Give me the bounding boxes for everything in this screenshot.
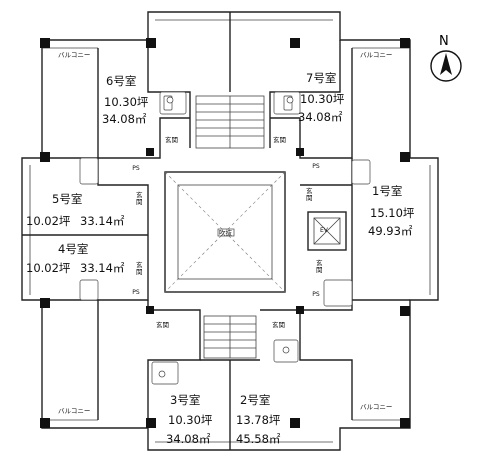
elevator-label: EV	[320, 227, 328, 234]
unit-6-sqm: 34.08㎡	[102, 112, 147, 126]
balcony-label-ne: バルコニー	[360, 51, 393, 59]
unit-4-sqm: 33.14㎡	[80, 261, 125, 275]
balcony-label-sw: バルコニー	[58, 407, 91, 415]
entrance-label-2: 玄関	[272, 321, 285, 329]
atrium-label: 吹抜	[219, 229, 232, 237]
stairs-bottom	[203, 315, 257, 359]
unit-6-tsubo: 10.30坪	[104, 95, 149, 109]
structural-columns	[40, 38, 410, 428]
unit-1-sqm: 49.93㎡	[368, 224, 413, 238]
entrance-label-1: 玄関	[306, 187, 313, 202]
unit-1-name: 1号室	[372, 184, 403, 198]
atrium	[164, 171, 286, 293]
entrance-label-6: 玄関	[165, 136, 178, 144]
north-arrow-icon	[430, 50, 462, 82]
unit-1-tsubo: 15.10坪	[370, 206, 415, 220]
unit-7-tsubo: 10.30坪	[300, 92, 345, 106]
ps-label-4: PS	[132, 289, 140, 296]
balcony-label-se: バルコニー	[360, 403, 393, 411]
unit-7-name: 7号室	[306, 71, 337, 85]
unit-5-sqm: 33.14㎡	[80, 214, 125, 228]
ps-label-1a: PS	[312, 163, 320, 170]
entrance-label-5: 玄関	[136, 191, 143, 206]
ps-label-1b: PS	[312, 291, 320, 298]
unit-5-name: 5号室	[52, 192, 83, 206]
elevator	[307, 211, 347, 251]
fixtures	[79, 91, 371, 385]
ps-label-5: PS	[132, 165, 140, 172]
unit-6-name: 6号室	[106, 74, 137, 88]
entrance-label-7: 玄関	[273, 136, 286, 144]
unit-3-sqm: 34.08㎡	[166, 432, 211, 446]
unit-partitions	[22, 12, 410, 450]
unit-3-name: 3号室	[170, 393, 201, 407]
unit-4-name: 4号室	[58, 242, 89, 256]
unit-7-sqm: 34.08㎡	[298, 110, 343, 124]
unit-2-sqm: 45.58㎡	[236, 432, 281, 446]
unit-5-tsubo: 10.02坪	[26, 214, 71, 228]
unit-2-tsubo: 13.78坪	[236, 413, 281, 427]
entrance-label-3: 玄関	[156, 321, 169, 329]
balcony-label-nw: バルコニー	[58, 51, 91, 59]
north-compass: N	[428, 34, 464, 84]
entrance-label-4: 玄関	[136, 261, 143, 276]
entrance-label-1b: 玄関	[316, 259, 323, 274]
stairs-top	[195, 95, 265, 149]
unit-3-tsubo: 10.30坪	[168, 413, 213, 427]
unit-2-name: 2号室	[240, 393, 271, 407]
unit-4-tsubo: 10.02坪	[26, 261, 71, 275]
north-label: N	[439, 34, 449, 49]
